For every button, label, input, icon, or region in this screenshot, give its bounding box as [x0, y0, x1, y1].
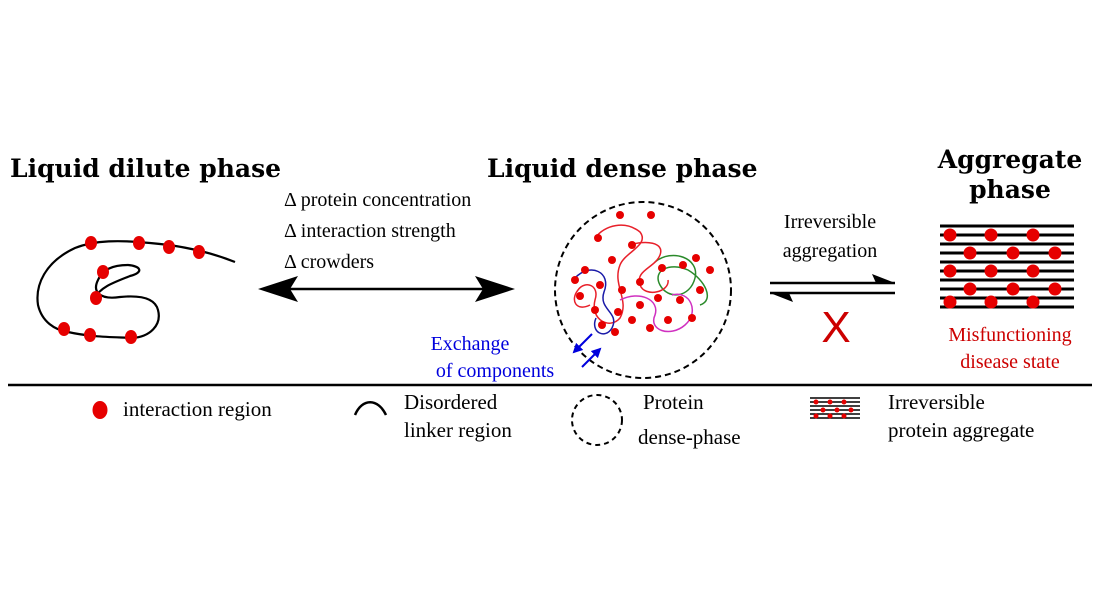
- aggregate-caption-line1: Misfunctioning: [948, 324, 1071, 346]
- legend-aggregate-label-line2: protein aggregate: [888, 418, 1034, 442]
- reversible-transition-arrow: [258, 276, 515, 302]
- blocked-reverse-mark: X: [821, 303, 850, 352]
- legend-dense-label-line1: Protein: [643, 390, 704, 414]
- legend: interaction region Disordered linker reg…: [92, 390, 1034, 449]
- interaction-site: [636, 301, 644, 309]
- condition-crowders: Δ crowders: [284, 251, 374, 273]
- chain-red: [573, 224, 643, 324]
- interaction-site: [576, 292, 584, 300]
- interaction-site: [90, 291, 102, 305]
- interaction-site: [646, 324, 654, 332]
- arrow-head-right: [475, 276, 515, 302]
- aggregate-phase-title-line2: phase: [969, 175, 1051, 204]
- aggregate-stack: [940, 224, 1074, 309]
- interaction-site: [84, 328, 96, 342]
- irreversible-label-line2: aggregation: [783, 240, 877, 262]
- interaction-site: [571, 276, 579, 284]
- interaction-site: [1026, 228, 1040, 242]
- legend-linker-symbol: [353, 401, 388, 416]
- interaction-site: [628, 316, 636, 324]
- interaction-site: [618, 286, 626, 294]
- interaction-site: [1048, 282, 1062, 296]
- interaction-site: [679, 261, 687, 269]
- interaction-site: [692, 254, 700, 262]
- legend-interaction-symbol: [92, 401, 108, 419]
- legend-interaction-label: interaction region: [123, 397, 272, 421]
- interaction-site: [943, 228, 957, 242]
- interaction-site: [97, 265, 109, 279]
- dilute-phase-title: Liquid dilute phase: [10, 154, 281, 183]
- interaction-site: [1026, 295, 1040, 309]
- interaction-site: [611, 328, 619, 336]
- exchange-label-line1: Exchange: [431, 333, 510, 355]
- interaction-site: [608, 256, 616, 264]
- legend-linker-label-line1: Disordered: [404, 390, 498, 414]
- interaction-site: [664, 316, 672, 324]
- interaction-site: [1006, 246, 1020, 260]
- chain-magenta: [619, 293, 693, 333]
- exchange-arrows: [572, 333, 602, 368]
- interaction-site: [706, 266, 714, 274]
- droplet-boundary: [554, 201, 732, 379]
- interaction-site: [85, 236, 97, 250]
- legend-aggregate-symbol: [810, 397, 860, 419]
- equilibrium-harpoons: [770, 274, 895, 302]
- interaction-site: [628, 241, 636, 249]
- irreversible-label-line1: Irreversible: [784, 211, 876, 233]
- interaction-site: [647, 211, 655, 219]
- interaction-site: [58, 322, 70, 336]
- chain-blue: [574, 269, 615, 335]
- interaction-site: [963, 282, 977, 296]
- legend-dense-label-line2: dense-phase: [638, 425, 741, 449]
- interaction-site: [1006, 282, 1020, 296]
- interaction-site: [193, 245, 205, 259]
- interaction-site: [963, 246, 977, 260]
- interaction-site: [596, 281, 604, 289]
- interaction-site: [943, 295, 957, 309]
- interaction-site: [676, 296, 684, 304]
- interaction-site: [614, 308, 622, 316]
- dense-interaction-sites: [571, 211, 714, 336]
- interaction-site: [696, 286, 704, 294]
- interaction-site: [688, 314, 696, 322]
- interaction-site: [1048, 246, 1062, 260]
- interaction-site: [658, 264, 666, 272]
- interaction-site: [654, 294, 662, 302]
- dense-phase-title: Liquid dense phase: [487, 154, 758, 183]
- interaction-site: [598, 321, 606, 329]
- interaction-site: [984, 228, 998, 242]
- interaction-site: [581, 266, 589, 274]
- interaction-site: [163, 240, 175, 254]
- interaction-site: [1026, 264, 1040, 278]
- condition-protein-concentration: Δ protein concentration: [284, 189, 471, 211]
- aggregate-phase-title-line1: Aggregate: [937, 145, 1083, 174]
- interaction-site: [616, 211, 624, 219]
- chain-green: [654, 254, 709, 306]
- interaction-site: [133, 236, 145, 250]
- exchange-label-line2: of components: [436, 360, 555, 382]
- interaction-site: [125, 330, 137, 344]
- interaction-site: [591, 306, 599, 314]
- interaction-site: [984, 295, 998, 309]
- dense-droplet: [554, 201, 732, 379]
- legend-aggregate-label-line1: Irreversible: [888, 390, 985, 414]
- aggregate-caption-line2: disease state: [960, 351, 1060, 373]
- chain-red: [629, 241, 669, 294]
- interaction-site: [943, 264, 957, 278]
- arrow-head-left: [258, 276, 298, 302]
- condition-interaction-strength: Δ interaction strength: [284, 220, 456, 242]
- interaction-site: [594, 234, 602, 242]
- legend-dense-phase-symbol: [571, 394, 623, 446]
- interaction-site: [636, 278, 644, 286]
- legend-linker-label-line2: linker region: [404, 418, 512, 442]
- interaction-site: [984, 264, 998, 278]
- dilute-chain: [36, 236, 236, 344]
